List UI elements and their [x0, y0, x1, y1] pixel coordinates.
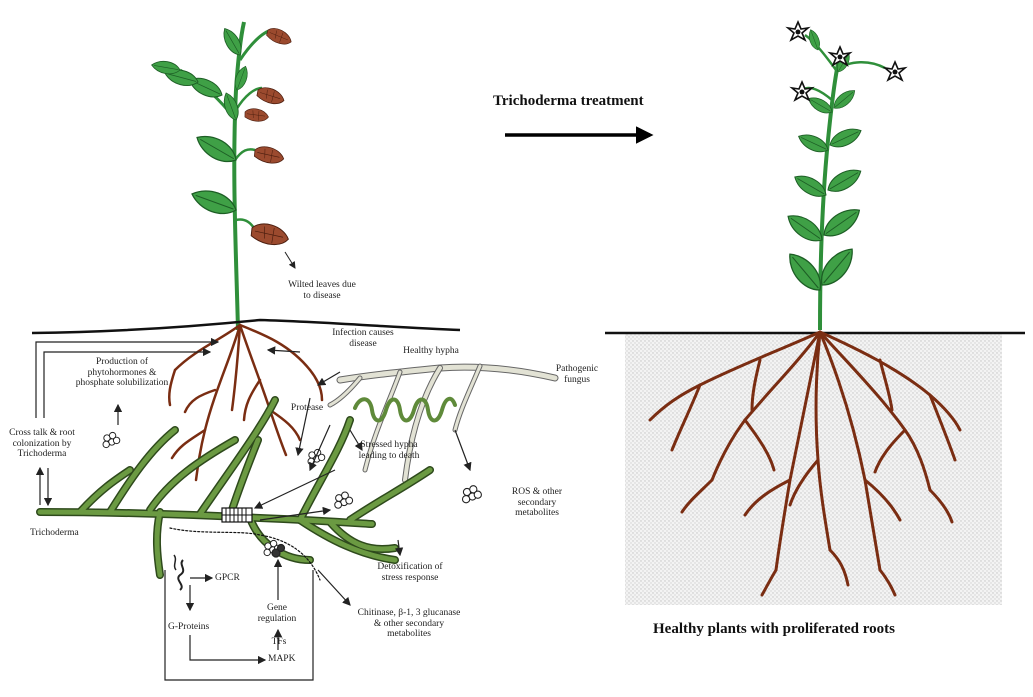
label-crosstalk: Cross talk & root colonization by Tricho…: [9, 428, 75, 459]
crosstalk-arrows: [35, 337, 472, 606]
label-infection: Infection causes disease: [332, 328, 394, 349]
label-trichoderma: Trichoderma: [30, 528, 79, 538]
coiling-hypha: [353, 396, 457, 423]
label-gene-regulation: Gene regulation: [257, 603, 297, 624]
treatment-label: Trichoderma treatment: [493, 93, 644, 109]
label-healthy-hypha: Healthy hypha: [403, 346, 459, 356]
trichoderma-hyphae: [36, 396, 434, 581]
label-detoxification: Detoxification of stress response: [377, 562, 443, 583]
signaling-pathway: [164, 543, 314, 681]
soil-line-left: [31, 318, 461, 335]
proliferated-roots: [648, 330, 962, 597]
label-pathogenic-fungus: Pathogenic fungus: [555, 364, 599, 385]
label-g-proteins: G-Proteins: [168, 622, 210, 632]
diseased-plant: [150, 21, 296, 331]
pathogenic-hyphae: [327, 363, 559, 483]
label-stressed-hypha: Stressed hypha leading to death: [358, 440, 420, 461]
label-protease: Protease: [290, 403, 324, 413]
label-ros: ROS & other secondary metabolites: [511, 487, 563, 518]
label-mapk: MAPK: [268, 654, 296, 664]
soil-area-right: [625, 333, 1002, 605]
healthy-plant: [781, 21, 906, 331]
label-gpcr: GPCR: [215, 573, 240, 583]
label-wilted-leaves: Wilted leaves due to disease: [288, 280, 356, 301]
healthy-caption: Healthy plants with proliferated roots: [653, 621, 895, 637]
label-chitinase: Chitinase, β-1, 3 glucanase & other seco…: [357, 608, 461, 639]
label-production: Production of phytohormones & phosphate …: [75, 357, 169, 388]
label-tfs: TFs: [271, 637, 287, 647]
